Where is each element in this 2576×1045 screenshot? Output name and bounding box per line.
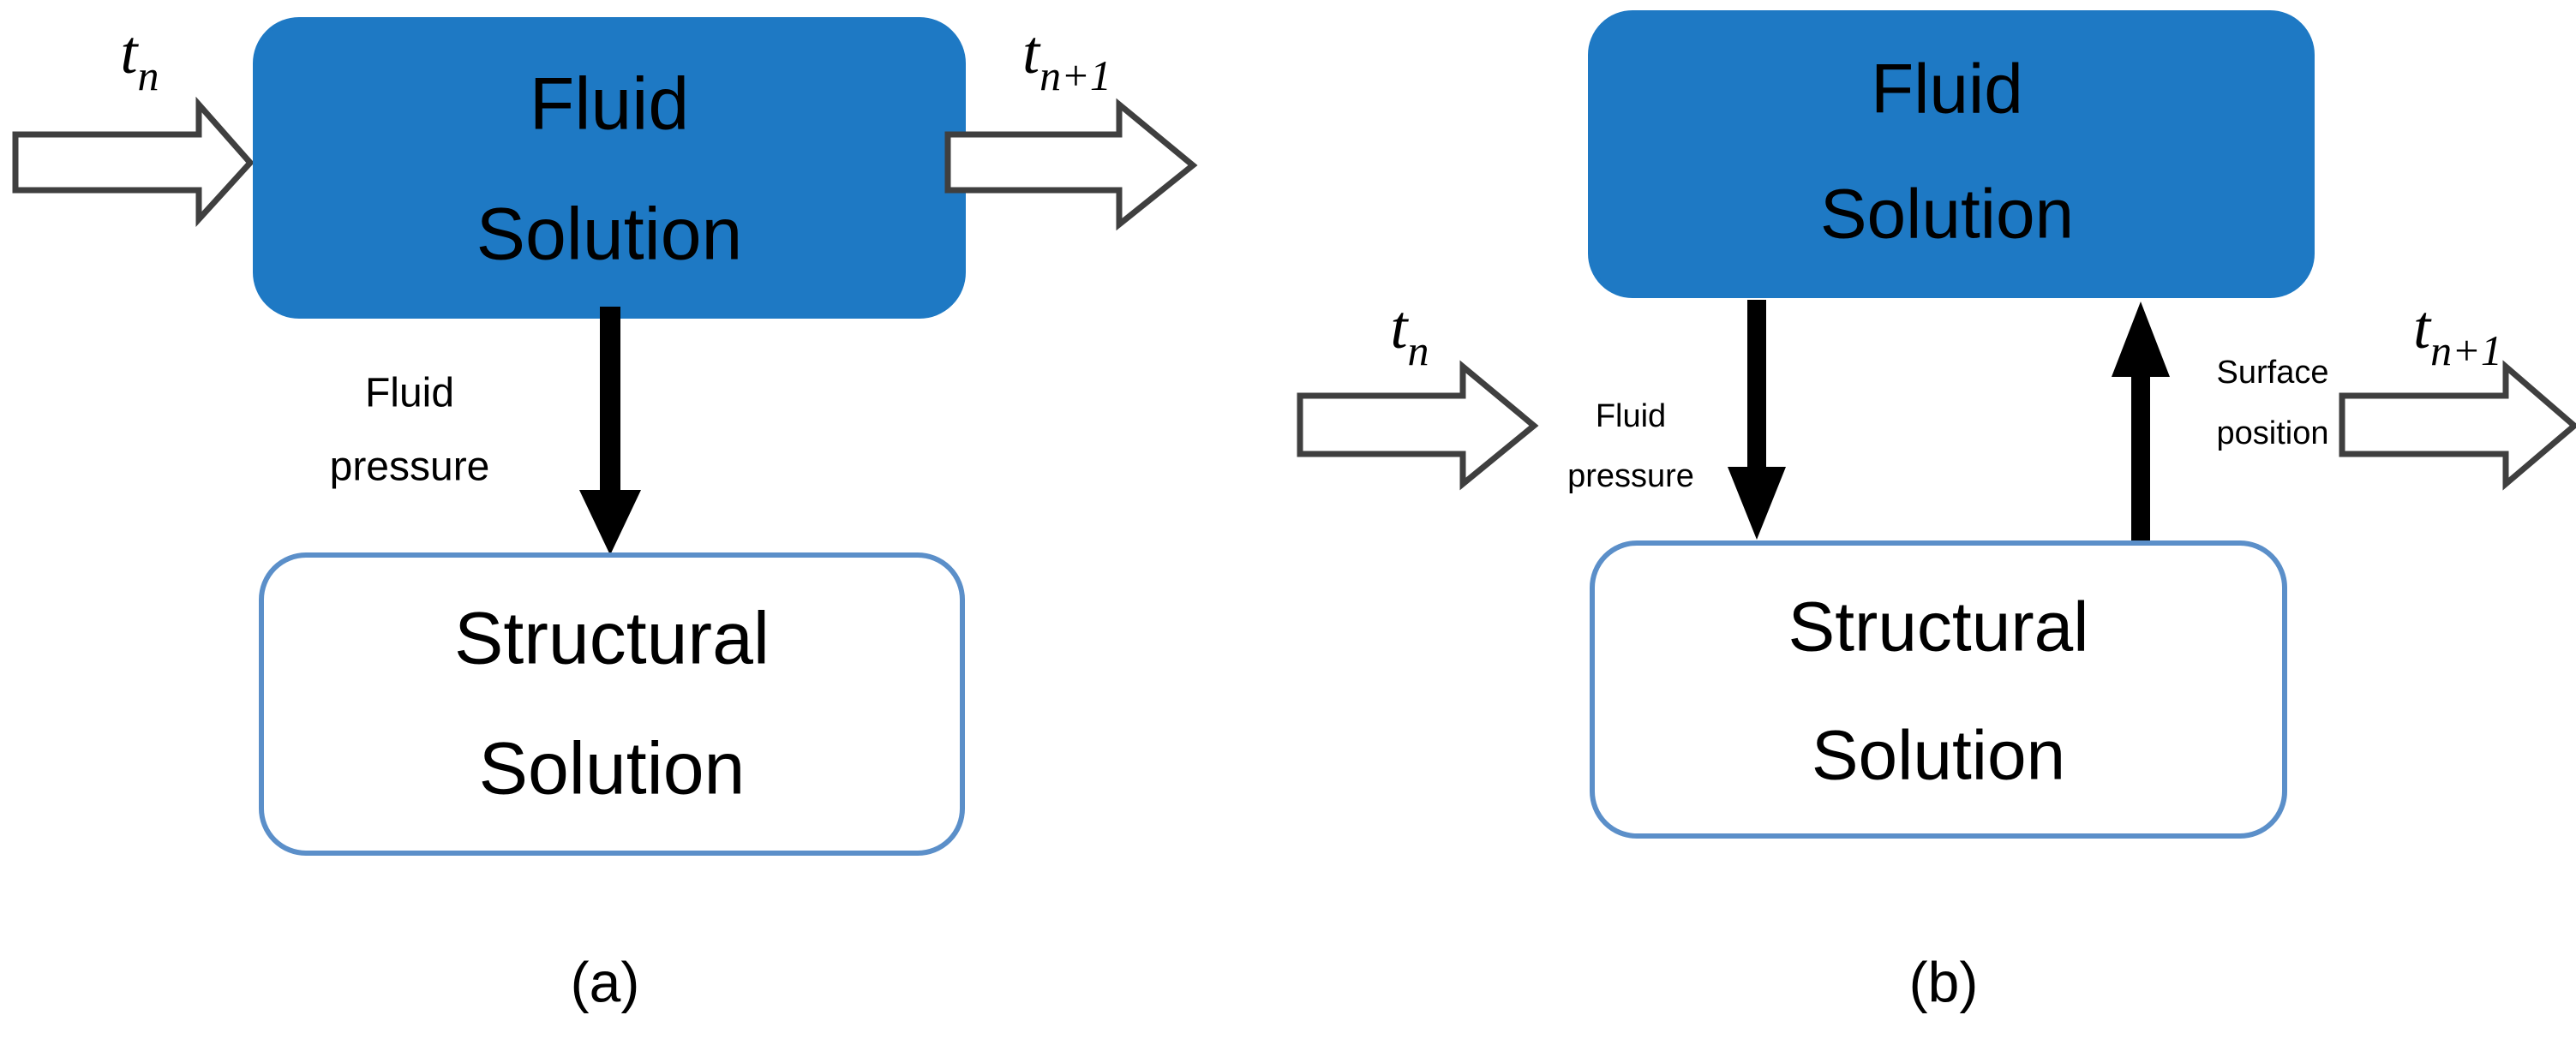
panel-a-fluid-pressure-line1: Fluid [365, 371, 454, 416]
panel-b-inbound-arrow [1297, 360, 1539, 491]
panel-a-inbound-time-label: tn [120, 18, 159, 99]
time-subscript: n [138, 51, 159, 99]
time-subscript: n+1 [2430, 326, 2502, 374]
panel-a-outbound-arrow [944, 98, 1198, 231]
time-base: t [2413, 293, 2432, 361]
panel-a-structural-box-line2: Solution [479, 728, 746, 810]
panel-a-fluid-box-line2: Solution [476, 194, 743, 276]
time-base: t [1390, 293, 1409, 361]
panel-b-fluid-box[interactable] [1588, 10, 2315, 298]
panel-b: Fluid Solution tn tn+1 Fluid pressure Su [1297, 10, 2576, 1013]
panel-b-surface-position-arrow [2112, 302, 2170, 550]
solid-arrow-down-icon [579, 307, 641, 555]
panel-a-structural-box-line1: Structural [454, 598, 770, 680]
solid-arrow-down-icon [1728, 300, 1786, 540]
hollow-arrow-right-icon [2339, 360, 2576, 491]
panel-b-surface-position-line1: Surface [2217, 355, 2329, 391]
panel-b-inbound-time-label: tn [1390, 293, 1429, 374]
panel-b-fluid-box-line2: Solution [1820, 176, 2074, 254]
panel-a-fluid-pressure-line2: pressure [330, 445, 490, 490]
panel-b-fluid-pressure-line1: Fluid [1596, 398, 1666, 434]
panel-a-inbound-arrow [12, 96, 255, 228]
panel-b-fluid-pressure-arrow [1728, 300, 1786, 540]
panel-a-fluid-box-line1: Fluid [530, 63, 689, 146]
panel-a-outbound-time-label: tn+1 [1022, 18, 1111, 99]
hollow-arrow-right-icon [12, 96, 255, 228]
time-base: t [120, 18, 139, 87]
time-base: t [1022, 18, 1041, 87]
panel-b-surface-position-line2: position [2217, 415, 2329, 451]
time-subscript: n+1 [1039, 51, 1111, 99]
panel-b-fluid-box-line1: Fluid [1871, 51, 2023, 128]
panel-b-outbound-arrow [2339, 360, 2576, 491]
panel-b-structural-box[interactable] [1590, 540, 2287, 839]
panel-b-caption: (b) [1909, 950, 1979, 1013]
panel-a-structural-box[interactable] [259, 552, 965, 856]
panel-a-caption: (a) [571, 950, 640, 1013]
hollow-arrow-right-icon [944, 98, 1198, 231]
panel-b-fluid-pressure-line2: pressure [1567, 458, 1694, 494]
panel-b-structural-box-line2: Solution [1812, 717, 2065, 795]
panel-b-outbound-time-label: tn+1 [2413, 293, 2502, 374]
panel-b-structural-box-line1: Structural [1788, 588, 2089, 666]
time-subscript: n [1408, 326, 1429, 374]
hollow-arrow-right-icon [1297, 360, 1539, 491]
panel-a-fluid-pressure-arrow [579, 307, 641, 555]
panel-a: tn Fluid Solution tn+1 Fluid pressure St… [12, 17, 1198, 1013]
solid-arrow-up-icon [2112, 302, 2170, 550]
